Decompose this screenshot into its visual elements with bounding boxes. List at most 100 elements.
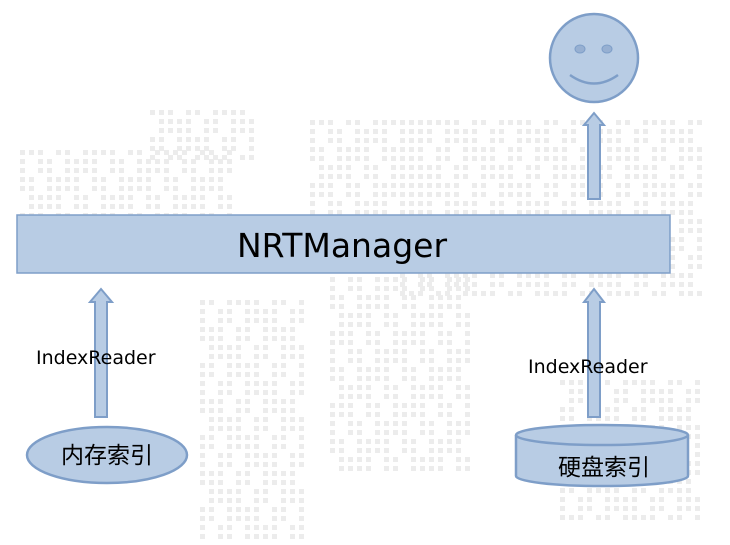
map-dot: [209, 177, 214, 182]
map-dot: [677, 515, 682, 520]
map-dot: [177, 155, 182, 160]
map-dot: [299, 354, 304, 359]
map-dot: [47, 177, 52, 182]
map-dot: [553, 147, 558, 152]
map-dot: [357, 349, 362, 354]
map-dot: [429, 421, 434, 426]
arrow-disk-to-manager: [581, 287, 607, 418]
map-dot: [634, 147, 639, 152]
map-dot: [29, 195, 34, 200]
map-dot: [427, 192, 432, 197]
map-dot: [562, 147, 567, 152]
map-dot: [218, 318, 223, 323]
map-dot: [490, 156, 495, 161]
map-dot: [299, 507, 304, 512]
map-dot: [56, 177, 61, 182]
map-dot: [290, 381, 295, 386]
map-dot: [634, 273, 639, 278]
map-dot: [204, 155, 209, 160]
map-dot: [382, 183, 387, 188]
map-dot: [400, 138, 405, 143]
map-dot: [456, 394, 461, 399]
map-dot: [195, 155, 200, 160]
map-dot: [625, 120, 630, 125]
map-dot: [245, 390, 250, 395]
map-dot: [596, 515, 601, 520]
map-dot: [355, 192, 360, 197]
map-dot: [337, 174, 342, 179]
map-dot: [411, 313, 416, 318]
map-dot: [447, 358, 452, 363]
map-dot: [110, 150, 115, 155]
map-dot: [357, 394, 362, 399]
map-dot: [218, 453, 223, 458]
map-dot: [499, 165, 504, 170]
map-dot: [391, 156, 396, 161]
map-dot: [373, 165, 378, 170]
map-dot: [402, 304, 407, 309]
map-dot: [465, 286, 470, 291]
map-dot: [456, 430, 461, 435]
map-dot: [418, 273, 423, 278]
map-dot: [589, 282, 594, 287]
map-dot: [445, 192, 450, 197]
map-dot: [236, 336, 241, 341]
map-dot: [400, 156, 405, 161]
map-dot: [74, 168, 79, 173]
map-dot: [240, 155, 245, 160]
map-dot: [128, 150, 133, 155]
map-dot: [330, 448, 335, 453]
map-dot: [337, 138, 342, 143]
map-dot: [319, 174, 324, 179]
map-dot: [632, 506, 637, 511]
map-dot: [227, 345, 232, 350]
map-dot: [409, 138, 414, 143]
map-dot: [245, 408, 250, 413]
map-dot: [209, 498, 214, 503]
map-dot: [348, 313, 353, 318]
map-dot: [384, 439, 389, 444]
map-dot: [508, 291, 513, 296]
map-dot: [472, 129, 477, 134]
map-dot: [472, 201, 477, 206]
map-dot: [110, 204, 115, 209]
map-dot: [182, 168, 187, 173]
map-dot: [272, 534, 277, 539]
map-dot: [355, 120, 360, 125]
map-dot: [254, 363, 259, 368]
map-dot: [456, 313, 461, 318]
map-dot: [209, 471, 214, 476]
map-dot: [634, 156, 639, 161]
map-dot: [74, 195, 79, 200]
smiley-left-eye: [574, 44, 586, 54]
map-dot: [272, 507, 277, 512]
map-dot: [245, 471, 250, 476]
map-dot: [571, 165, 576, 170]
map-dot: [348, 421, 353, 426]
map-dot: [418, 129, 423, 134]
map-dot: [400, 210, 405, 215]
map-dot: [535, 156, 540, 161]
map-dot: [393, 313, 398, 318]
map-dot: [677, 407, 682, 412]
map-dot: [560, 497, 565, 502]
map-dot: [200, 363, 205, 368]
map-dot: [616, 201, 621, 206]
map-dot: [616, 291, 621, 296]
map-dot: [677, 497, 682, 502]
map-dot: [164, 177, 169, 182]
map-dot: [643, 282, 648, 287]
map-dot: [499, 129, 504, 134]
map-dot: [290, 480, 295, 485]
map-dot: [231, 119, 236, 124]
map-dot: [402, 358, 407, 363]
map-dot: [695, 425, 700, 430]
map-dot: [263, 453, 268, 458]
map-dot: [686, 488, 691, 493]
map-dot: [580, 156, 585, 161]
map-dot: [209, 435, 214, 440]
map-dot: [420, 430, 425, 435]
map-dot: [697, 192, 702, 197]
map-dot: [569, 407, 574, 412]
map-dot: [535, 291, 540, 296]
